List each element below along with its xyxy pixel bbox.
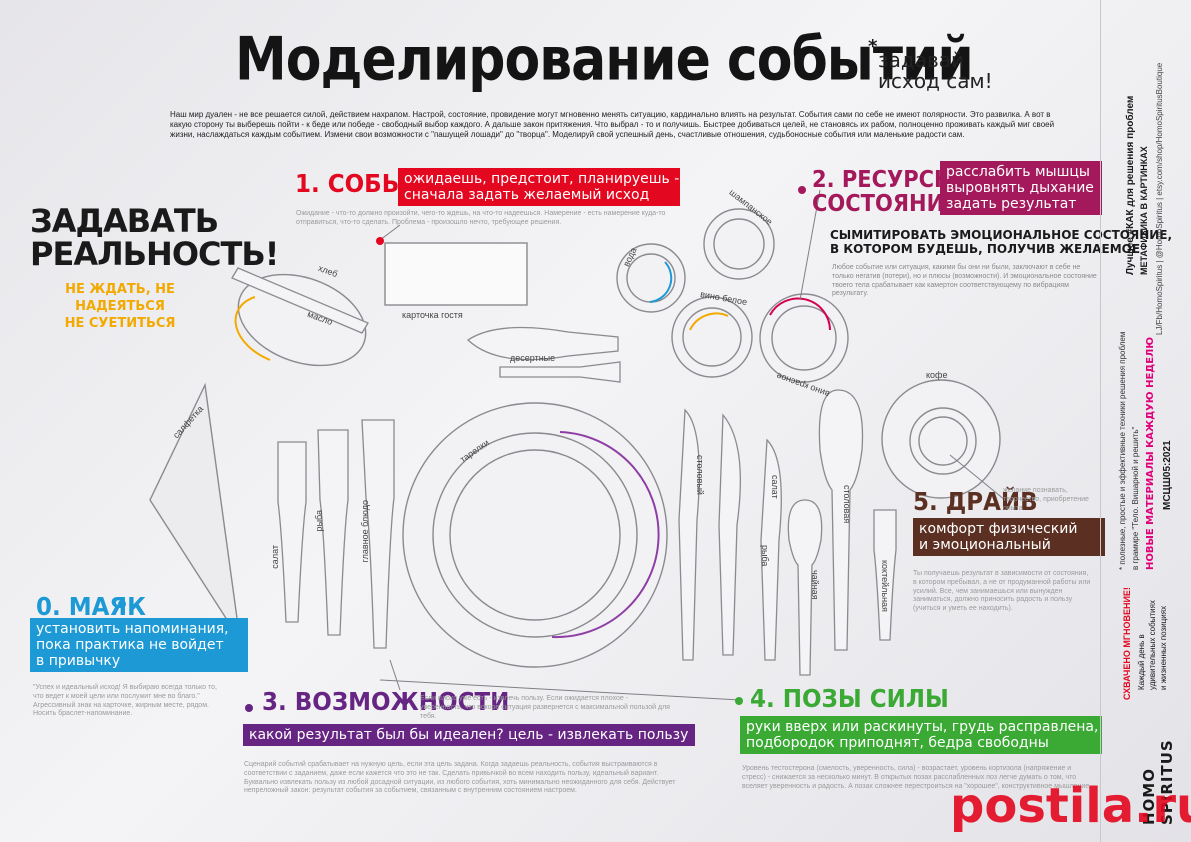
step5-text: Ты получаешь результат в зависимости от …: [913, 570, 1091, 612]
side-note2: в граммре "Тело. Вишарной и решить": [1131, 426, 1140, 570]
title-asterisk: *: [868, 36, 878, 57]
cocktail-fork: [873, 509, 897, 641]
label-soup-spoon: столовая: [842, 485, 852, 524]
page-title: Моделирование событий: [235, 25, 974, 95]
step0-title: 0. маяк: [36, 592, 146, 622]
step1-dot: [376, 237, 384, 245]
left-block: задавать реальность! не ждать, не надеят…: [30, 202, 279, 333]
watermark: postila.ru: [950, 778, 1191, 834]
step3-note: Если плохо уже есть - извлечь пользу. Ес…: [420, 695, 670, 720]
step0-text: "Успех и идеальный исход! Я выбираю всег…: [33, 684, 217, 718]
label-table-knife: столовый: [695, 455, 705, 495]
label-main-fork: главное блюдо: [360, 500, 370, 563]
label-cocktail-fork: коктейльная: [880, 560, 890, 612]
side-best: Лучшее #КАК для решения проблем: [1125, 95, 1136, 275]
side-catch1: Каждый день в: [1137, 634, 1146, 690]
side-panel-divider: [1100, 0, 1101, 842]
label-tea-spoon: чайная: [810, 570, 820, 600]
step3-box: какой результат был бы идеален? цель - и…: [243, 724, 695, 747]
step2-sub: сымитировать эмоциональное состояние, в …: [830, 228, 1173, 257]
step0-box: установить напоминания, пока практика не…: [30, 618, 248, 673]
label-dessert: десертные: [510, 353, 556, 363]
label-fish-fork: рыба: [314, 510, 324, 532]
step2-dot: [798, 186, 806, 194]
step3-dot: [245, 704, 253, 712]
fish-fork: [317, 429, 349, 636]
label-salad-fork: салат: [270, 545, 280, 569]
dessert-spoon: [466, 326, 619, 361]
tea-spoon: [787, 499, 823, 676]
left-block-line2: реальность!: [30, 235, 279, 273]
step0-dot: [118, 600, 126, 608]
left-block-tag1: не ждать, не надеяться: [65, 282, 175, 315]
guest-card: [384, 242, 528, 306]
left-block-tag2: не суетиться: [64, 315, 176, 331]
side-links: LJ/Fb/HomoSpiritus | @HomoSpiritus | ets…: [1155, 62, 1164, 335]
step2-text: Любое событие или ситуация, какими бы он…: [832, 264, 1097, 298]
step5-note: желание познавать, творчество, приобрете…: [1003, 487, 1089, 512]
label-fish-knife: рыба: [760, 545, 770, 567]
step5-box: комфорт физический и эмоциональный: [913, 518, 1105, 557]
side-new: НОВЫЕ МАТЕРИАЛЫ КАЖДУЮ НЕДЕЛЮ: [1145, 336, 1156, 570]
step4-box: руки вверх или раскинуты, грудь расправл…: [740, 716, 1102, 755]
step4-title: 4. позы силы: [750, 684, 949, 714]
fish-knife: [718, 413, 741, 656]
step3-title: 3. возможности: [262, 687, 510, 717]
soup-spoon: [818, 389, 864, 651]
step4-text: Уровень тестостерона (смелость, уверенно…: [742, 765, 1092, 790]
step4-dot: [735, 697, 743, 705]
napkin: [149, 382, 241, 641]
side-catch3: и жизненных позициях: [1159, 605, 1168, 690]
table-knife: [678, 408, 700, 661]
side-note1: * полезные, простые и эффективные техник…: [1118, 331, 1127, 570]
dessert-fork: [499, 361, 621, 383]
page-subtitle: задавай исход сам!: [878, 48, 993, 93]
step1-box: ожидаешь, предстоит, планируешь - сначал…: [398, 168, 680, 207]
label-salad-knife: салат: [770, 475, 780, 499]
step3-text: Сценарий событий срабатывает на нужную ц…: [244, 761, 676, 795]
step2-box: расслабить мышцы выровнять дыхание задат…: [940, 161, 1102, 216]
side-best2: МЕТАФИЗИКА В КАРТИНКАХ: [1139, 146, 1149, 275]
left-block-line1: задавать: [30, 202, 219, 240]
step1-text: Ожидание - что-то должно произойти, чего…: [296, 210, 666, 226]
intro-text: Наш мир дуален - не все решается силой, …: [170, 110, 1055, 139]
side-catch2: удивительных событиях: [1148, 600, 1157, 690]
step5-title: 5. драйв: [913, 487, 1038, 517]
label-coffee: кофе: [926, 370, 948, 380]
salad-fork: [277, 441, 307, 623]
label-card: карточка гостя: [402, 310, 463, 320]
salad-knife: [760, 438, 782, 661]
bread-plate: [237, 273, 367, 367]
main-fork: [361, 419, 395, 649]
butter-knife: [231, 267, 369, 334]
side-catch-title: СХВАЧЕНО МГНОВЕНИЕ!: [1122, 587, 1132, 700]
side-code: МСЦШ05:2021: [1162, 440, 1173, 510]
